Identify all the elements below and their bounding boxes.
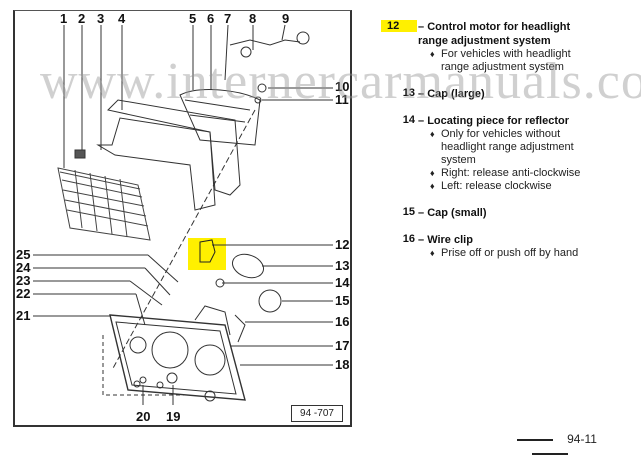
- part-frame: [106, 99, 241, 196]
- part-12-highlight: [188, 238, 226, 270]
- diagram-frame: [13, 10, 352, 427]
- leader-9: [281, 24, 286, 41]
- leader-7: [224, 24, 229, 81]
- legend-note: ♦Right: release anti-clockwise: [430, 167, 581, 179]
- callout-16: 16: [335, 314, 350, 329]
- legend-note: ♦Left: release clockwise: [430, 180, 552, 192]
- callout-15: 15: [335, 293, 350, 308]
- callout-6: 6: [207, 11, 215, 26]
- callout-3: 3: [97, 11, 105, 26]
- callout-13: 13: [335, 258, 350, 273]
- callout-25: 25: [16, 247, 31, 262]
- legend-item-title: Wire clip: [427, 234, 473, 246]
- callout-4: 4: [118, 11, 126, 26]
- callout-1: 1: [60, 11, 68, 26]
- part-lens: [57, 167, 151, 241]
- callout-9: 9: [282, 11, 290, 26]
- legend-item-title: Cap (small): [427, 207, 487, 219]
- page-number: 94-11: [567, 432, 597, 446]
- legend-item-number: 16: [402, 233, 415, 245]
- diamond-bullet-icon: ♦: [430, 49, 435, 59]
- callout-5: 5: [189, 11, 197, 26]
- legend-item-15: 15 – Cap (small): [385, 206, 635, 220]
- callout-2: 2: [78, 11, 86, 26]
- callout-14: 14: [335, 275, 350, 290]
- footer-rule-right: [532, 452, 568, 455]
- part-wire-clip: [194, 305, 246, 343]
- legend-item-number: 13: [402, 87, 415, 99]
- legend-item-16: 16 – Wire clip ♦Prise off or push off by…: [385, 233, 635, 260]
- footer-rule-left: [517, 438, 554, 441]
- callout-12: 12: [335, 237, 350, 252]
- page-footer: 94-11: [480, 432, 620, 460]
- legend-item-14: 14 – Locating piece for reflector ♦Only …: [385, 114, 635, 193]
- legend-note: ♦Prise off or push off by hand: [430, 247, 579, 259]
- legend-item-title: Control motor for headlight: [427, 21, 571, 33]
- callout-18: 18: [335, 357, 350, 372]
- part-seal: [96, 117, 216, 211]
- legend-item-number: 14: [402, 114, 415, 126]
- diamond-bullet-icon: ♦: [430, 129, 435, 139]
- diamond-bullet-icon: ♦: [430, 181, 435, 191]
- part-cap-large: [232, 253, 264, 279]
- legend-item-number: 15: [402, 206, 415, 218]
- callout-7: 7: [224, 11, 232, 26]
- callout-20: 20: [136, 409, 151, 424]
- callout-23: 23: [16, 273, 31, 288]
- callout-10: 10: [335, 79, 350, 94]
- callout-21: 21: [16, 308, 31, 323]
- legend-item-13: 13 – Cap (large): [385, 87, 635, 101]
- callout-24: 24: [16, 260, 31, 275]
- callout-17: 17: [335, 338, 350, 353]
- legend-item-title: Cap (large): [427, 88, 485, 100]
- figure-id-label: 94 -707: [291, 405, 343, 422]
- callout-8: 8: [249, 11, 257, 26]
- part-housing: [109, 314, 246, 401]
- legend-item-title: Locating piece for reflector: [427, 115, 569, 127]
- part-reflector: [179, 89, 261, 146]
- diamond-bullet-icon: ♦: [430, 248, 435, 258]
- part-cap-small: [258, 289, 282, 313]
- callout-11: 11: [335, 92, 349, 107]
- legend-item-number: 12: [381, 20, 417, 32]
- diamond-bullet-icon: ♦: [430, 168, 435, 178]
- callout-19: 19: [166, 409, 181, 424]
- callout-22: 22: [16, 286, 31, 301]
- part-control-motor: [199, 239, 216, 263]
